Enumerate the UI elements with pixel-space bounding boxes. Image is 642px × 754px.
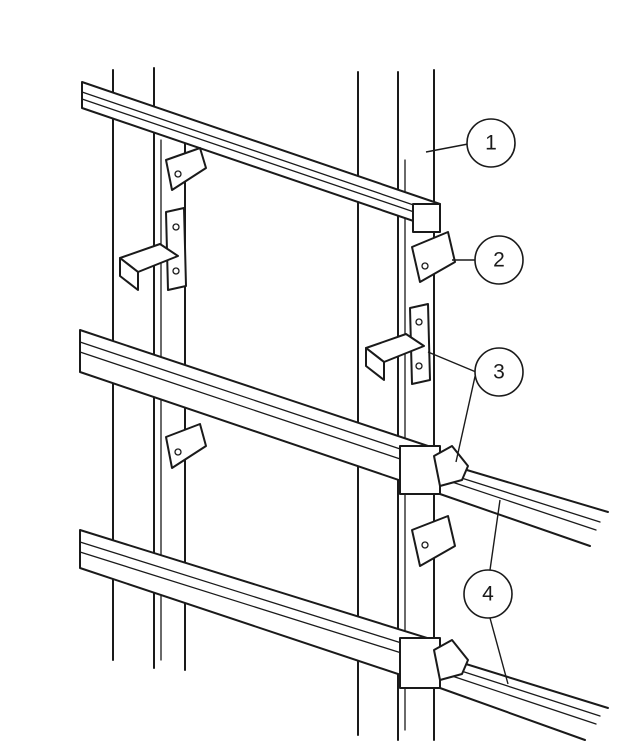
callout-2: 2: [452, 235, 524, 285]
callout-circle-1: [466, 118, 516, 168]
callout-label-1: 1: [485, 132, 497, 155]
callout-circle-4: [463, 569, 513, 619]
callout-circle-3: [474, 347, 524, 397]
horizontal-rail-bottom: [79, 529, 609, 741]
callout-1: 1: [425, 118, 516, 168]
hook-clips: [119, 207, 469, 681]
horizontal-rail-middle: [79, 329, 609, 547]
angle-brackets: [165, 147, 456, 567]
callout-label-4: 4: [482, 583, 494, 606]
horizontal-rail-top: [81, 81, 441, 233]
callout-label-3: 3: [493, 361, 505, 384]
callout-circle-2: [474, 235, 524, 285]
callout-label-2: 2: [493, 249, 505, 272]
callout-4: 4: [463, 499, 513, 685]
callout-3: 3: [427, 347, 524, 463]
